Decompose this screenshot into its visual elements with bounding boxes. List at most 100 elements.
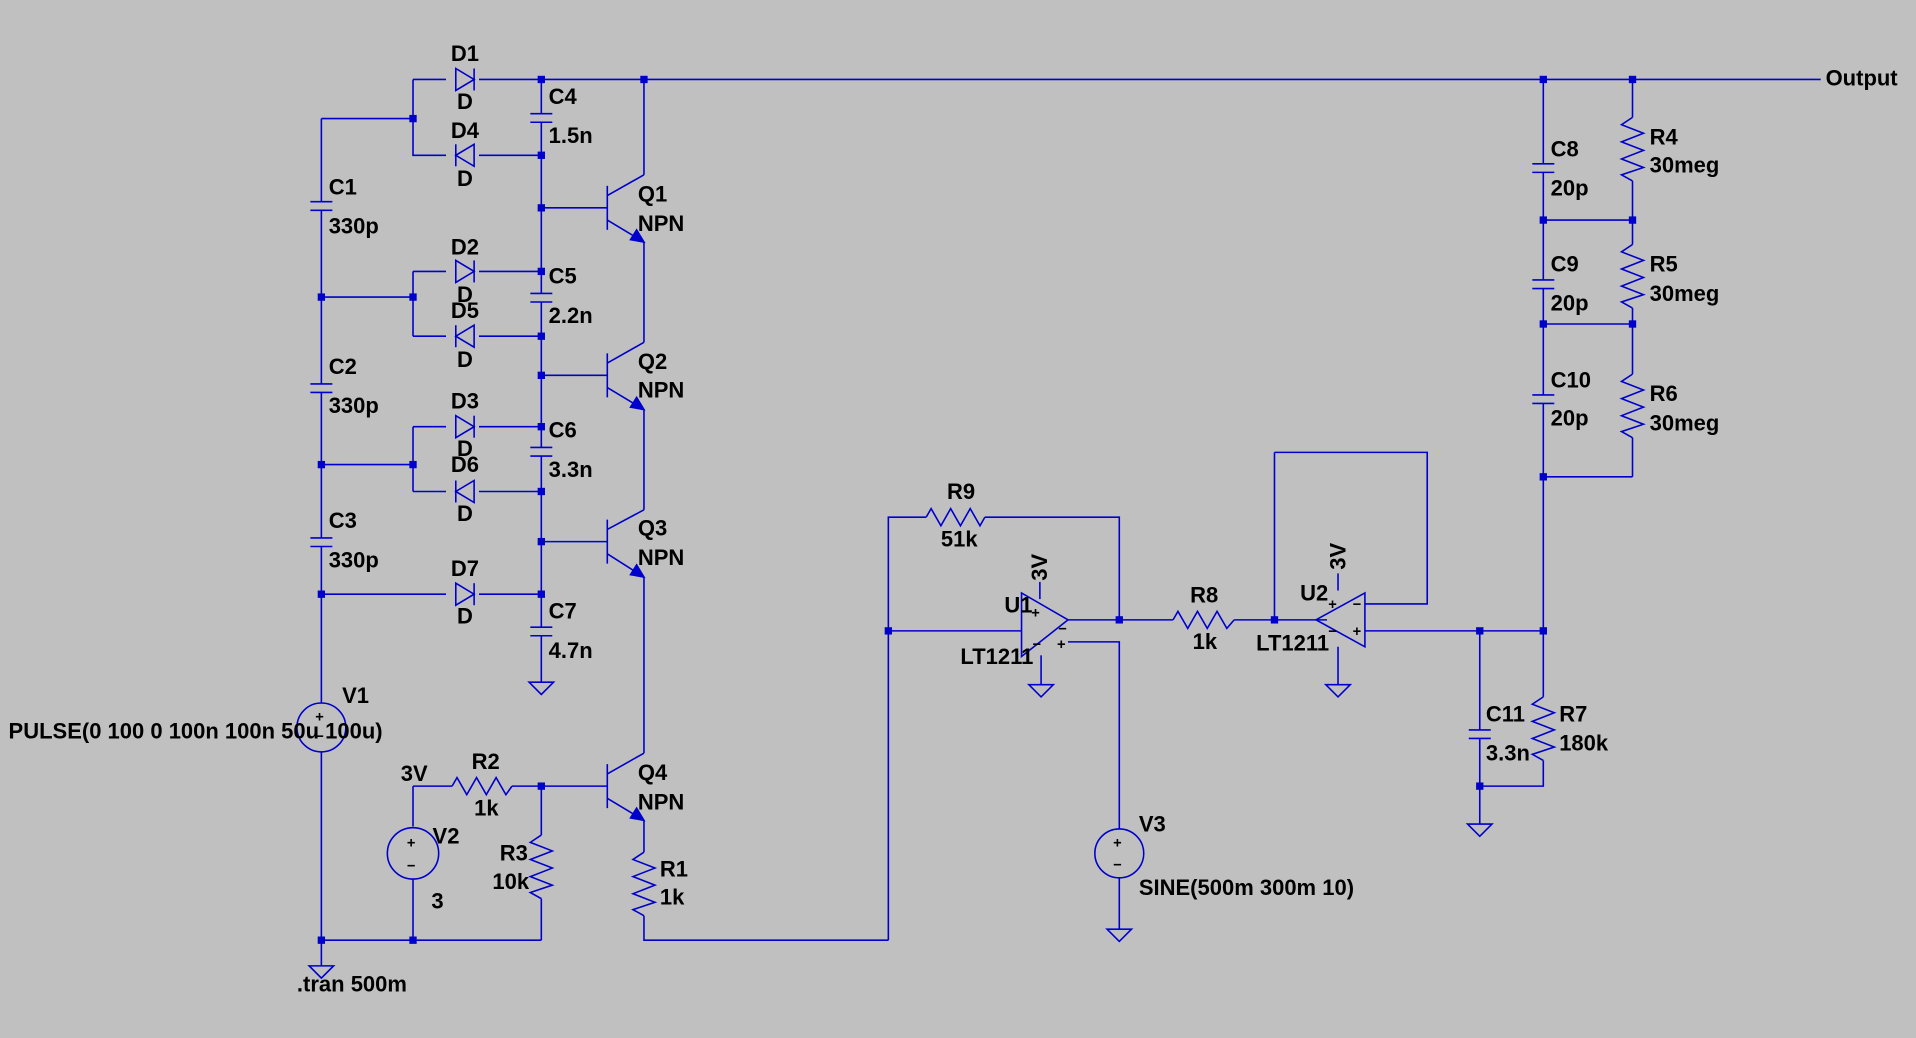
label-c8: C8 — [1551, 136, 1579, 161]
label-c11-value: 3.3n — [1486, 740, 1530, 765]
diode-d4[interactable] — [454, 142, 475, 168]
svg-text:+: + — [1031, 605, 1040, 621]
transistor-q2[interactable] — [606, 341, 646, 411]
diode-d2[interactable] — [454, 259, 476, 284]
label-d3: D3 — [451, 388, 479, 413]
label-q2: Q2 — [638, 349, 667, 374]
label-c2: C2 — [329, 354, 357, 379]
diode-d6[interactable] — [454, 479, 475, 504]
label-c7: C7 — [549, 599, 577, 624]
resistor-r8[interactable] — [1172, 609, 1235, 631]
resistor-r9[interactable] — [925, 507, 986, 528]
capacitor-c7[interactable] — [530, 626, 553, 637]
resistor-r1[interactable] — [630, 851, 658, 917]
label-v2-net: 3V — [401, 761, 428, 786]
ground-symbol-c7 — [527, 681, 556, 696]
label-c9-value: 20p — [1551, 291, 1589, 316]
label-c7-value: 4.7n — [549, 638, 593, 663]
svg-text:+: + — [1353, 624, 1362, 640]
junctions — [317, 75, 1637, 944]
opamp-u2[interactable] — [1314, 591, 1366, 649]
voltage-source-v1[interactable] — [296, 702, 347, 753]
label-c10-value: 20p — [1551, 405, 1589, 430]
label-v3: V3 — [1139, 811, 1166, 836]
capacitor-c9[interactable] — [1532, 279, 1555, 290]
capacitor-c2[interactable] — [310, 383, 333, 394]
svg-text:+: + — [1328, 597, 1337, 613]
diode-d7[interactable] — [454, 581, 476, 607]
resistor-r3[interactable] — [528, 834, 555, 900]
label-q3: Q3 — [638, 515, 667, 540]
voltage-source-v3[interactable] — [1094, 828, 1145, 879]
transistor-q4[interactable] — [606, 752, 646, 822]
transistor-q3[interactable] — [606, 509, 646, 579]
label-u1-supply: 3V — [1027, 553, 1052, 580]
label-d5-model: D — [457, 347, 473, 372]
voltage-source-v2[interactable] — [386, 826, 440, 880]
label-r7: R7 — [1559, 701, 1587, 726]
transistor-q1[interactable] — [606, 174, 646, 244]
resistor-r4[interactable] — [1619, 116, 1646, 182]
resistor-r2[interactable] — [451, 775, 513, 797]
label-d2-model: D — [457, 282, 473, 307]
label-v2: V2 — [433, 824, 460, 849]
svg-text:+: + — [1057, 637, 1066, 653]
label-c10: C10 — [1551, 368, 1591, 393]
spice-directive[interactable]: .tran 500m — [297, 972, 407, 997]
capacitor-c1[interactable] — [310, 200, 333, 212]
label-r9: R9 — [947, 479, 975, 504]
label-r4: R4 — [1650, 124, 1679, 149]
label-c8-value: 20p — [1551, 176, 1589, 201]
label-c3: C3 — [329, 508, 357, 533]
label-r8: R8 — [1190, 583, 1218, 608]
label-u2-model: LT1211 — [1256, 630, 1329, 655]
label-r5: R5 — [1650, 251, 1678, 276]
label-r6: R6 — [1650, 381, 1678, 406]
resistor-r7[interactable] — [1530, 696, 1557, 762]
label-d2: D2 — [451, 234, 479, 259]
label-r2-value: 1k — [474, 795, 499, 820]
capacitor-c4[interactable] — [530, 112, 553, 124]
label-d5: D5 — [451, 298, 479, 323]
label-r7-value: 180k — [1559, 731, 1609, 756]
ground-symbol-c11 — [1465, 823, 1494, 838]
label-r9-value: 51k — [941, 527, 978, 552]
label-d6-model: D — [457, 501, 473, 526]
svg-text:+: + — [407, 835, 416, 851]
diode-d1[interactable] — [454, 67, 476, 92]
label-r1: R1 — [660, 857, 688, 882]
label-r5-value: 30meg — [1650, 281, 1720, 306]
label-r4-value: 30meg — [1650, 152, 1720, 177]
label-q4: Q4 — [638, 760, 668, 785]
diode-d3[interactable] — [454, 414, 476, 440]
svg-text:−: − — [1328, 624, 1337, 640]
capacitor-c10[interactable] — [1532, 394, 1555, 405]
label-r6-value: 30meg — [1650, 410, 1720, 435]
opamp-u1[interactable] — [1020, 591, 1070, 659]
label-d1-model: D — [457, 89, 473, 114]
label-d6: D6 — [451, 452, 479, 477]
capacitor-c3[interactable] — [310, 537, 333, 548]
svg-text:+: + — [1113, 835, 1122, 851]
label-c2-value: 330p — [329, 393, 379, 418]
resistor-r5[interactable] — [1619, 243, 1646, 309]
resistor-r6[interactable] — [1619, 373, 1646, 439]
output-net-label: Output — [1826, 66, 1899, 91]
label-u1: U1 — [1004, 593, 1032, 618]
capacitor-c6[interactable] — [530, 446, 553, 457]
label-c11: C11 — [1486, 701, 1525, 726]
capacitor-c5[interactable] — [530, 292, 553, 303]
label-q3-model: NPN — [638, 545, 684, 570]
label-c3-value: 330p — [329, 547, 379, 572]
capacitor-c11[interactable] — [1468, 729, 1491, 740]
label-q2-model: NPN — [638, 377, 684, 402]
label-q1-model: NPN — [638, 211, 684, 236]
label-c1: C1 — [329, 174, 357, 199]
label-u2-supply: 3V — [1325, 542, 1350, 569]
capacitor-c8[interactable] — [1532, 163, 1555, 174]
label-d1: D1 — [451, 41, 479, 66]
svg-text:+: + — [315, 709, 324, 725]
wires — [320, 78, 1821, 966]
diode-d5[interactable] — [454, 323, 475, 349]
